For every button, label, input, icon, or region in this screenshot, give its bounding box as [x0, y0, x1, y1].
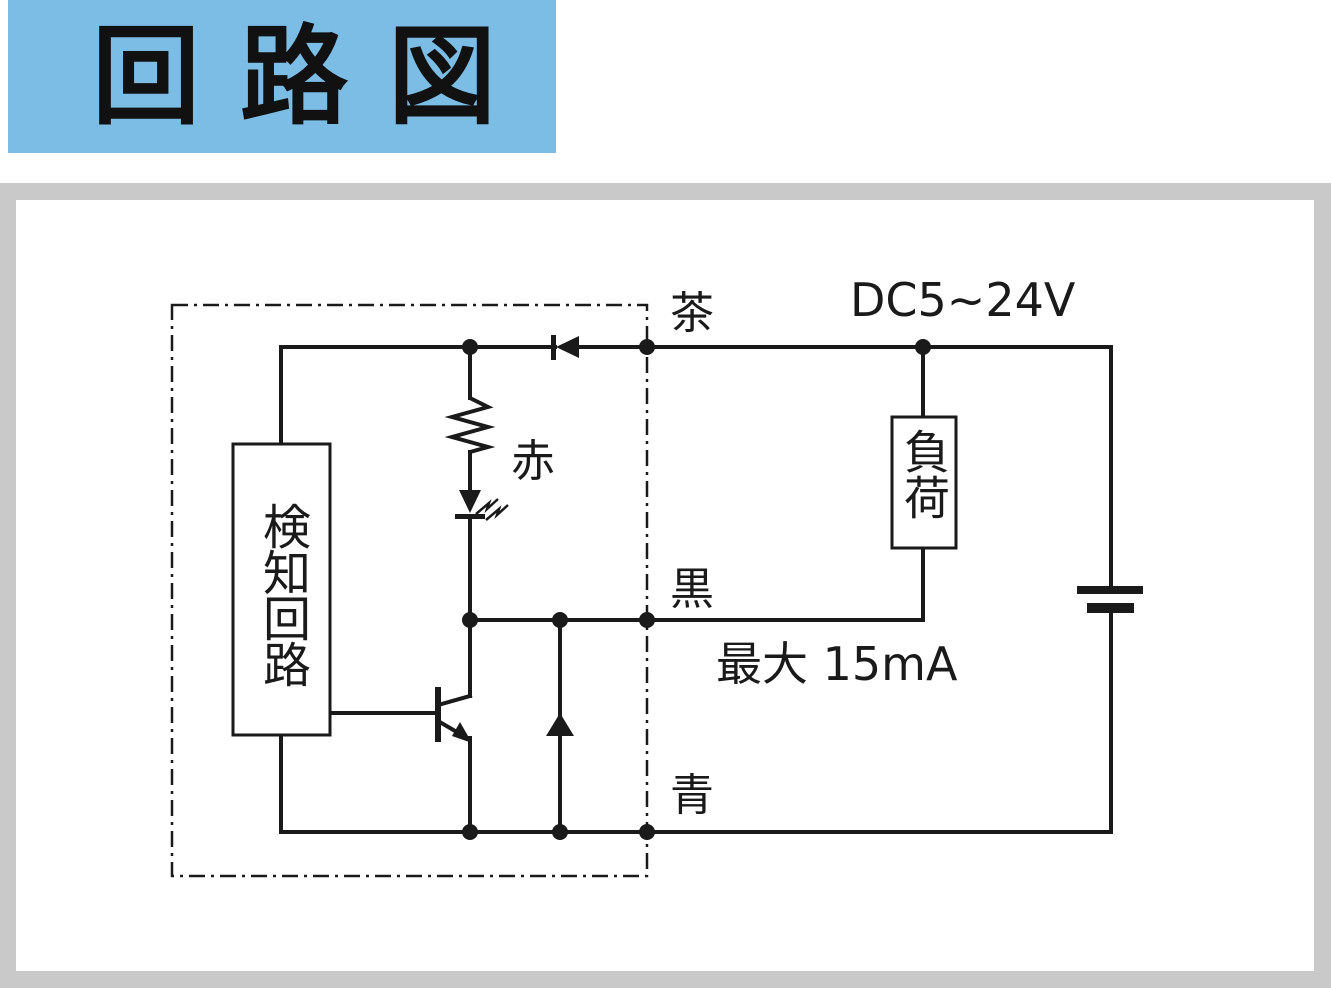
diode-triangle	[556, 336, 579, 358]
junction-dot	[639, 612, 655, 628]
junction-dot	[462, 612, 478, 628]
sensor-boundary	[170, 303, 649, 878]
wire-label-black: 黒	[670, 564, 714, 615]
battery-long-plate	[1077, 586, 1143, 594]
max-current-label: 最大 15mA	[716, 637, 958, 691]
led-arrow-1	[475, 498, 499, 515]
junction-dot	[462, 339, 478, 355]
transistor-emitter-arrow	[452, 722, 472, 743]
junction-dot	[915, 339, 931, 355]
transistor-collector	[435, 693, 473, 708]
detection-circuit-box	[231, 442, 332, 737]
supply-voltage-label: DC5~24V	[850, 273, 1076, 327]
led-color-label: 赤	[511, 436, 555, 487]
junction-dot	[462, 824, 478, 840]
junction-dot	[639, 339, 655, 355]
wire-label-brown: 茶	[670, 288, 714, 339]
junction-dot	[639, 824, 655, 840]
page-title: 回路図	[92, 15, 537, 140]
zener-arrow	[546, 713, 574, 736]
wire-label-blue: 青	[670, 770, 714, 821]
junction-dot	[552, 824, 568, 840]
battery-short-plate	[1087, 603, 1134, 613]
diode-bar	[551, 335, 556, 360]
junction-dot	[552, 612, 568, 628]
led-triangle	[459, 490, 481, 513]
led-bar	[455, 514, 485, 519]
load-label: 負荷	[897, 428, 951, 520]
led-arrow-2	[485, 504, 509, 521]
load-box	[890, 415, 958, 550]
title-band	[8, 0, 556, 153]
detection-circuit-label: 検知回路	[254, 502, 310, 687]
resistor-zigzag	[444, 396, 496, 454]
